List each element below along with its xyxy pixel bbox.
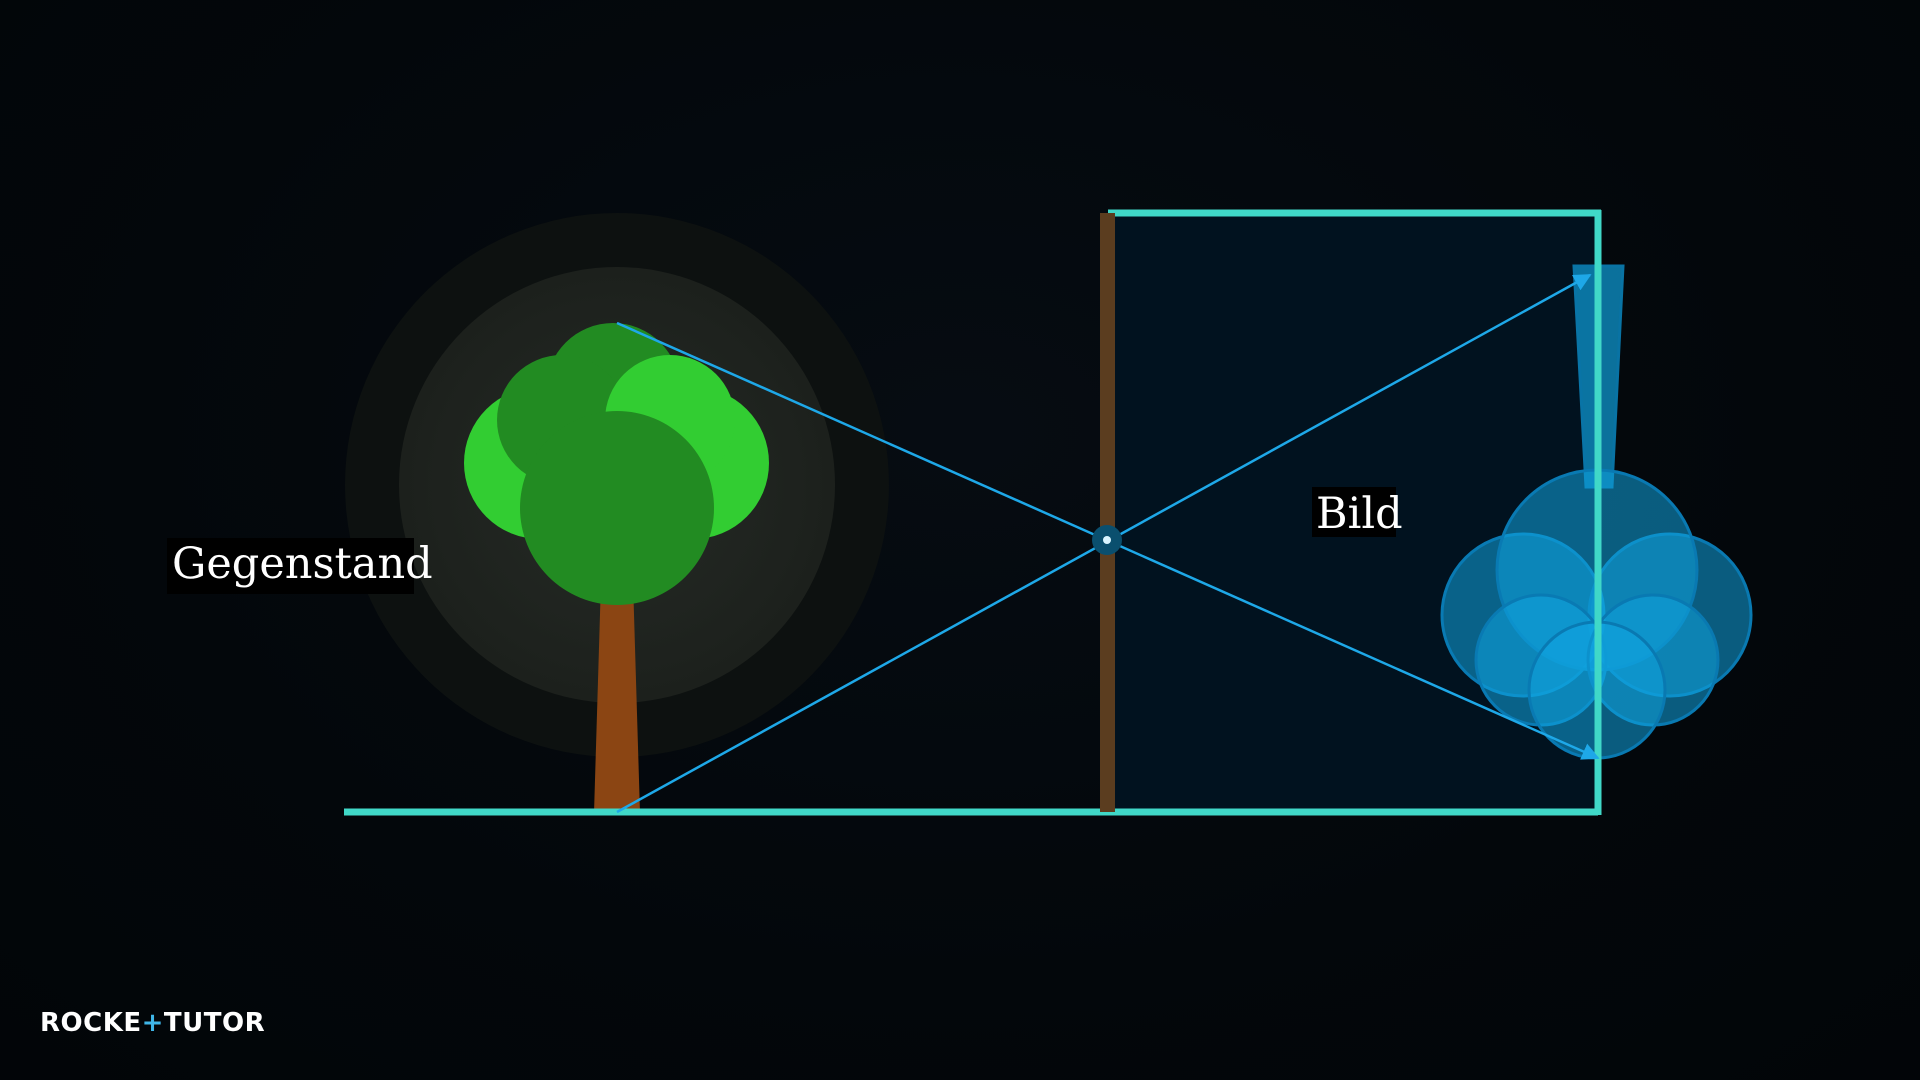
image-label: Bild bbox=[1316, 489, 1403, 539]
tree-trunk bbox=[594, 548, 640, 813]
aperture-wall bbox=[1100, 213, 1115, 812]
image-label-group: Bild bbox=[1312, 487, 1403, 539]
object-label-group: Gegenstand bbox=[167, 538, 433, 594]
pinhole-center bbox=[1103, 536, 1111, 544]
rocket-tutor-logo: ROCKE+TUTOR bbox=[40, 1008, 265, 1038]
object-label: Gegenstand bbox=[172, 539, 433, 589]
tree-foliage-center bbox=[520, 411, 714, 605]
image-foliage-left bbox=[1440, 532, 1606, 698]
logo-plus-icon: + bbox=[141, 1008, 164, 1038]
logo-text-start: ROCKE bbox=[40, 1008, 142, 1038]
logo-text-end: TUTOR bbox=[163, 1008, 266, 1038]
object-tree bbox=[464, 323, 769, 813]
